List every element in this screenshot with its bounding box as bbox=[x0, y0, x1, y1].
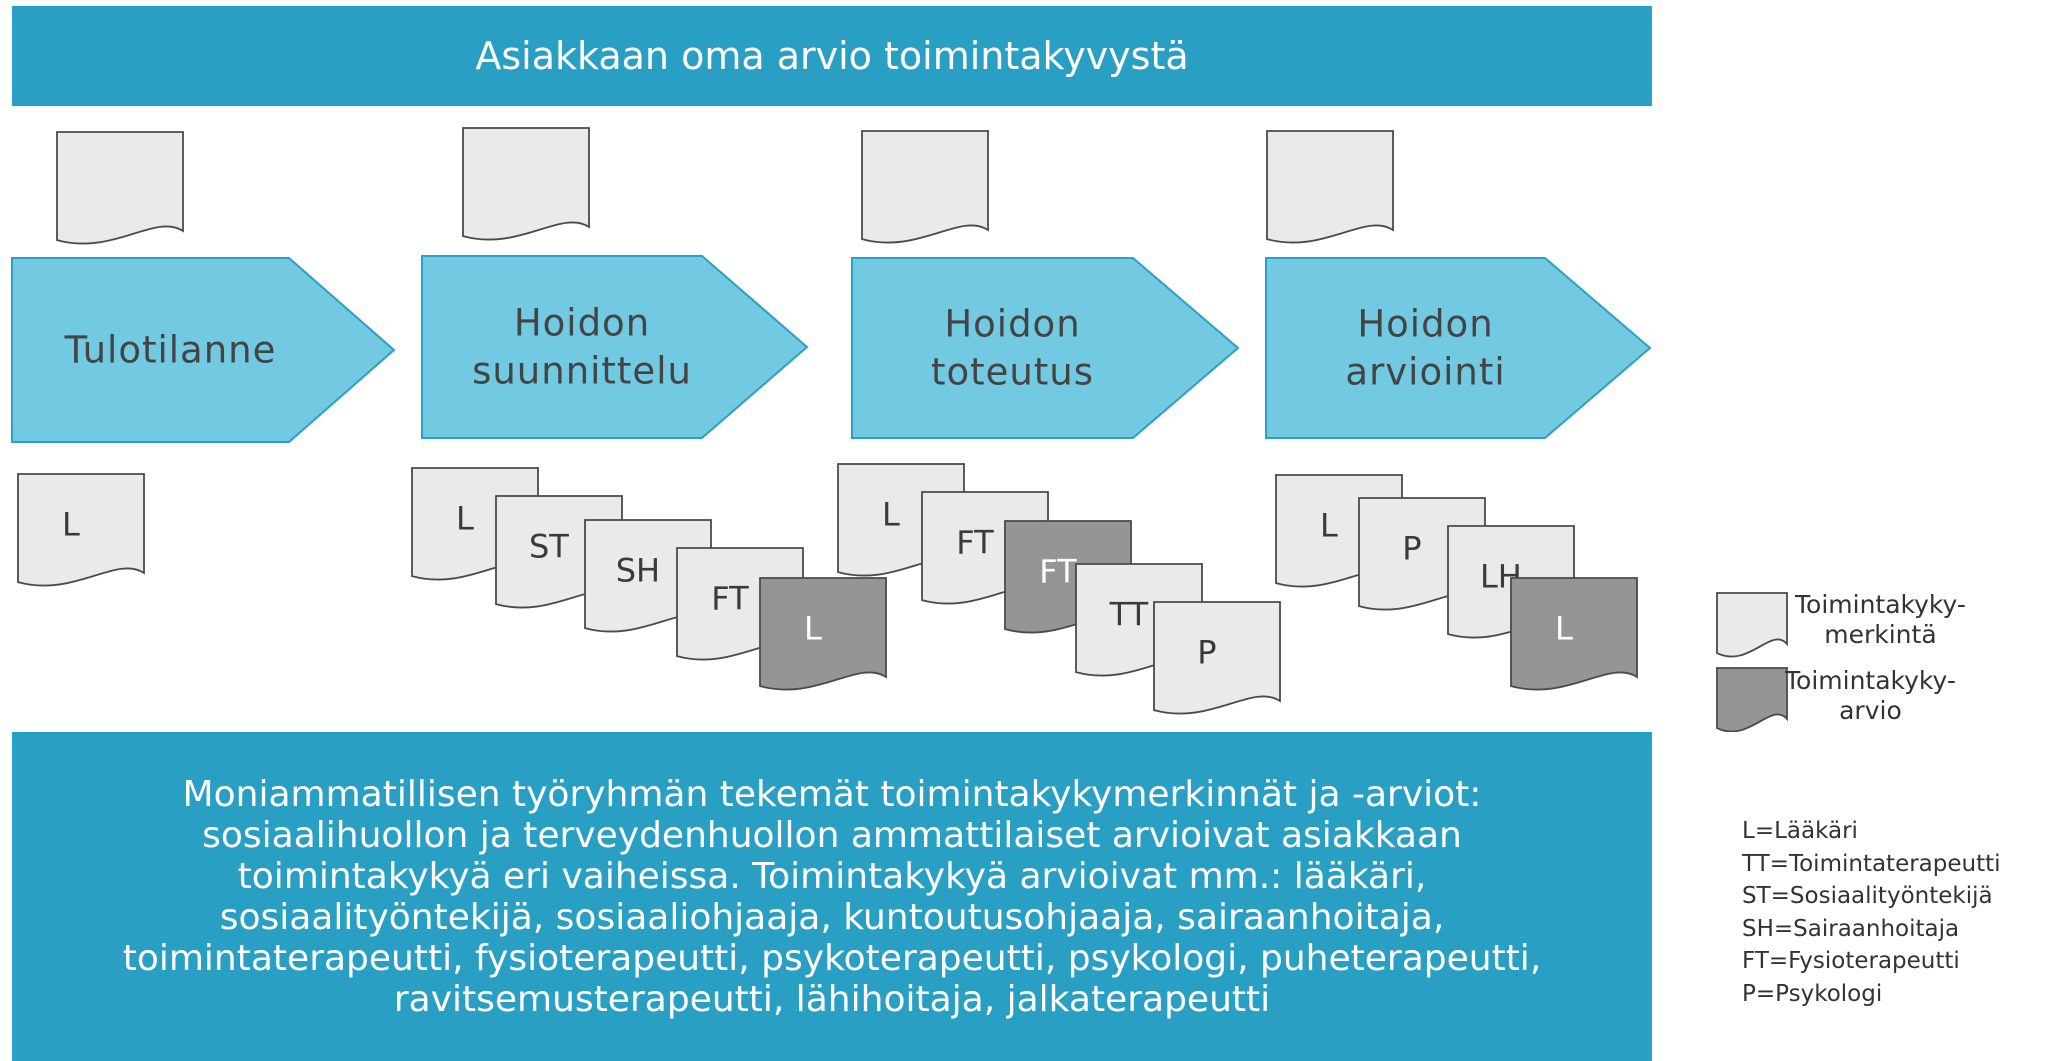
stage-tulotilanne-document-icon bbox=[56, 131, 184, 245]
document-shape bbox=[1716, 667, 1788, 732]
document-shape bbox=[1266, 130, 1394, 244]
document-shape bbox=[462, 127, 590, 241]
legend-arvio-icon bbox=[1716, 667, 1788, 732]
footer-line: ravitsemusterapeutti, lähihoitaja, jalka… bbox=[393, 978, 1271, 1020]
stage-label: suunnittelu bbox=[472, 350, 692, 393]
footer-line: toimintakykyä eri vaiheissa. Toimintakyk… bbox=[237, 855, 1427, 897]
footer-line: sosiaalihuollon ja terveydenhuollon amma… bbox=[202, 814, 1462, 856]
abbreviation-list: L=Lääkäri TT=Toimintaterapeutti ST=Sosia… bbox=[1742, 815, 2001, 1010]
stage-label: arviointi bbox=[1345, 351, 1505, 394]
document-label: TT bbox=[1109, 595, 1149, 633]
document-P-merkinta: P bbox=[1153, 601, 1281, 715]
stage-tulotilanne-arrow: Tulotilanne bbox=[11, 257, 396, 443]
legend-merkinta-text: Toimintakyky- merkintä bbox=[1795, 590, 1966, 649]
stage-label: Hoidon bbox=[944, 303, 1080, 346]
document-label: FT bbox=[1039, 552, 1077, 590]
stage-suunnittelu-arrow: Hoidon suunnittelu bbox=[421, 255, 809, 439]
document-label: L bbox=[804, 609, 822, 647]
document-L-arvio: L bbox=[1510, 577, 1638, 691]
top-banner: Asiakkaan oma arvio toimintakyvystä bbox=[12, 6, 1652, 106]
document-label: L bbox=[882, 495, 900, 533]
document-shape bbox=[17, 473, 145, 587]
footer-line: sosiaalityöntekijä, sosiaaliohjaaja, kun… bbox=[219, 896, 1445, 938]
document-shape bbox=[861, 130, 989, 244]
document-label: L bbox=[62, 505, 80, 543]
abbreviation-item: L=Lääkäri bbox=[1742, 818, 1858, 844]
stage-suunnittelu-document-icon bbox=[462, 127, 590, 241]
stage-toteutus-arrow: Hoidon toteutus bbox=[851, 257, 1240, 439]
document-shape bbox=[1153, 601, 1281, 715]
abbreviation-item: P=Psykologi bbox=[1742, 980, 1883, 1007]
document-label: FT bbox=[711, 579, 749, 617]
document-shape bbox=[759, 577, 887, 691]
document-label: SH bbox=[616, 551, 660, 589]
abbreviation-item: TT=Toimintaterapeutti bbox=[1742, 850, 2001, 877]
stage-label: Hoidon bbox=[1357, 303, 1493, 346]
document-L-arvio: L bbox=[759, 577, 887, 691]
legend-merkinta-icon bbox=[1716, 592, 1788, 658]
document-label: L bbox=[1555, 609, 1573, 647]
stage-label: Tulotilanne bbox=[64, 329, 277, 372]
abbreviation-item: FT=Fysioterapeutti bbox=[1742, 948, 1960, 974]
stage-arviointi-document-icon bbox=[1266, 130, 1394, 244]
stage-toteutus-document-icon bbox=[861, 130, 989, 244]
document-label: FT bbox=[956, 523, 994, 561]
document-shape bbox=[1716, 592, 1788, 658]
document-label: P bbox=[1197, 633, 1216, 671]
stage-label: Hoidon bbox=[514, 302, 650, 345]
abbreviation-item: SH=Sairaanhoitaja bbox=[1742, 915, 1960, 942]
footer-line: toimintaterapeutti, fysioterapeutti, psy… bbox=[122, 937, 1542, 979]
bottom-banner: Moniammatillisen työryhmän tekemät toimi… bbox=[12, 732, 1652, 1061]
document-shape bbox=[1510, 577, 1638, 691]
stage-arviointi-arrow: Hoidon arviointi bbox=[1265, 257, 1652, 439]
document-label: L bbox=[456, 499, 474, 537]
document-L-merkinta: L bbox=[17, 473, 145, 587]
legend-arvio-text: Toimintakyky- arvio bbox=[1785, 666, 1956, 725]
document-label: L bbox=[1320, 506, 1338, 544]
top-banner-title: Asiakkaan oma arvio toimintakyvystä bbox=[475, 34, 1189, 78]
document-label: ST bbox=[529, 527, 569, 565]
abbreviation-item: ST=Sosiaalityöntekijä bbox=[1742, 883, 1993, 909]
stage-label: toteutus bbox=[931, 351, 1094, 394]
document-shape bbox=[56, 131, 184, 245]
document-label: P bbox=[1402, 529, 1421, 567]
footer-line: Moniammatillisen työryhmän tekemät toimi… bbox=[182, 773, 1482, 815]
